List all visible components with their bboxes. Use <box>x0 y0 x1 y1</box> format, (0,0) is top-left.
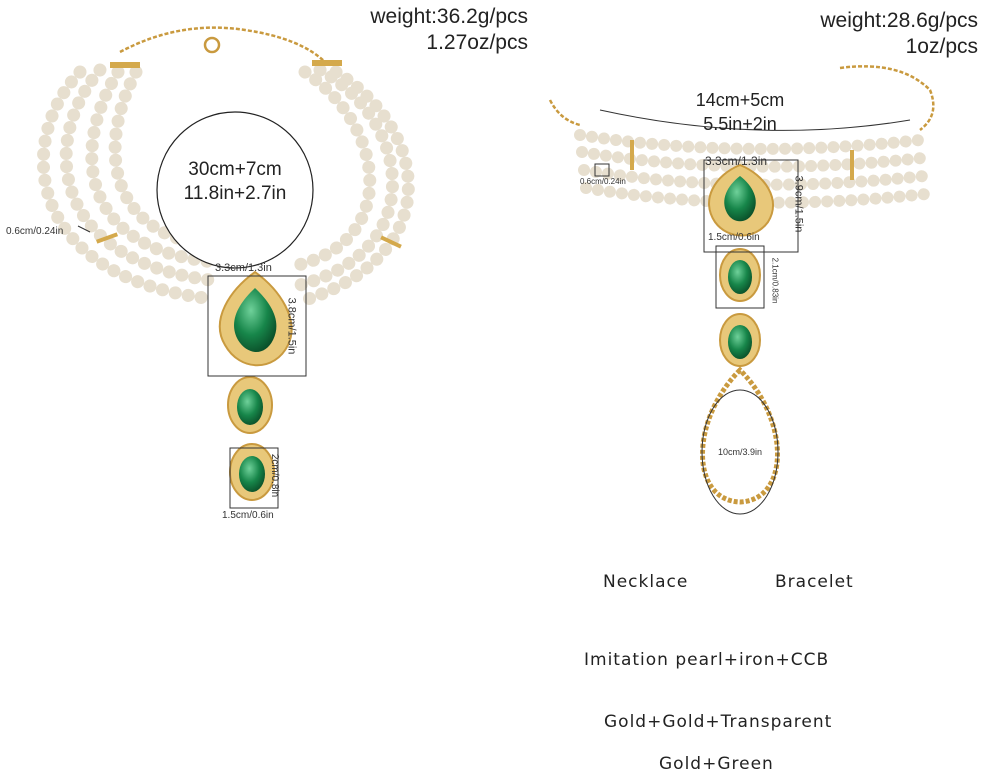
necklace-length-cm: 30cm+7cm <box>188 159 282 180</box>
bracelet-main-pendant <box>708 163 774 237</box>
bracelet-pendant-measure-box <box>703 159 799 253</box>
bracelet-length-in: 5.5in+2in <box>703 114 777 134</box>
necklace-drop-height-label: 2cm/0.8in <box>269 453 281 498</box>
bracelet-length-cm: 14cm+5cm <box>695 90 785 110</box>
necklace-length-in: 11.8in+2.7in <box>183 183 287 204</box>
bracelet-illustration <box>548 65 935 515</box>
necklace-pendant-width-label: 3.3cm/1.3in <box>215 262 272 274</box>
bracelet-weight-ounces: 1oz/pcs <box>905 35 978 58</box>
necklace-pearl-size-label: 0.6cm/0.24in <box>6 226 64 237</box>
bracelet-pearl-size-label: 0.6cm/0.24in <box>580 177 626 186</box>
necklace-drop-width-label: 1.5cm/0.6in <box>222 510 274 521</box>
bracelet-pendant-width-label: 3.3cm/1.3in <box>705 154 768 168</box>
necklace-weight-grams: weight:36.2g/pcs <box>370 5 528 28</box>
necklace-clasp <box>203 36 221 54</box>
necklace-drop-measure-box <box>229 447 279 509</box>
bracelet-ring-chain <box>700 366 780 505</box>
label-necklace: Necklace <box>603 572 689 592</box>
necklace-chain <box>119 26 326 63</box>
necklace-weight-ounces: 1.27oz/pcs <box>426 31 528 54</box>
necklace-pendant-measure-box <box>207 275 307 377</box>
bracelet-pendant-height-label: 3.9cm/1.5in <box>792 175 805 233</box>
necklace-length-circle <box>156 111 314 269</box>
necklace-drop-1 <box>227 376 273 434</box>
bracelet-drop-measure-box <box>715 245 765 309</box>
necklace-main-pendant <box>218 270 293 367</box>
bracelet-length-arc <box>599 109 911 131</box>
bracelet-weight-grams: weight:28.6g/pcs <box>820 9 978 32</box>
color-option-1: Gold+Gold+Transparent <box>604 712 833 732</box>
bracelet-drop-width-label: 1.5cm/0.6in <box>708 232 760 243</box>
necklace-pendant-height-label: 3.8cm/1.5in <box>285 297 298 355</box>
bracelet-ring-size-label: 10cm/3.9in <box>718 447 763 457</box>
bracelet-drop-1 <box>719 248 761 302</box>
necklace-length-label: 30cm+7cm 11.8in+2.7in <box>170 158 300 206</box>
necklace-pearl-strands <box>37 63 415 307</box>
material-text: Imitation pearl+iron+CCB <box>584 650 830 670</box>
bracelet-drop-height-label: 2.1cm/0.83in <box>770 257 780 304</box>
necklace-illustration <box>37 26 415 509</box>
necklace-drop-2 <box>229 443 275 501</box>
label-bracelet: Bracelet <box>775 572 854 592</box>
color-option-2: Gold+Green <box>659 754 774 774</box>
bracelet-drop-2 <box>719 313 761 367</box>
bracelet-ring-measure <box>701 389 779 515</box>
bracelet-length-label: 14cm+5cm 5.5in+2in <box>680 88 800 136</box>
